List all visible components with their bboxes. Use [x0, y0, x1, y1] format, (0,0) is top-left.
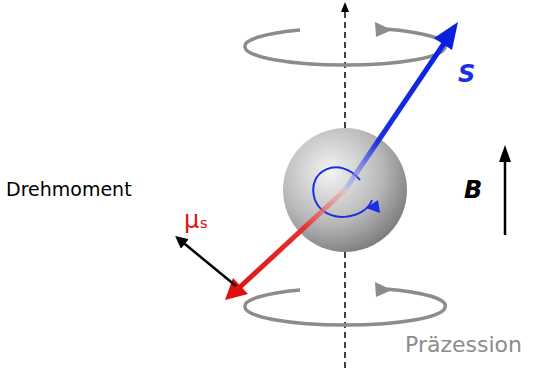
precession-circle [245, 289, 445, 325]
torque-label: Drehmoment [6, 180, 132, 199]
field-label: B [464, 178, 482, 202]
spin-label: S [458, 62, 475, 86]
magnetic-moment-vector [240, 190, 345, 287]
spin-vector [345, 42, 445, 190]
precession-label: Präzession [405, 334, 522, 356]
torque-vector [180, 240, 236, 286]
field-arrow [504, 158, 507, 235]
moment-label: μₛ [184, 208, 208, 232]
precession-circle [245, 29, 445, 65]
